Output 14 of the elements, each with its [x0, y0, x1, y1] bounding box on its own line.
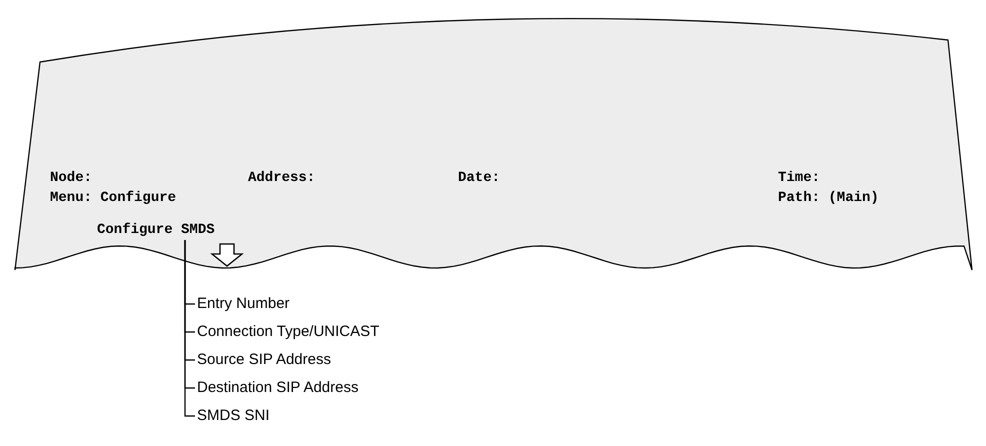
submenu-item: Destination SIP Address — [197, 379, 358, 396]
submenu-item: Entry Number — [197, 295, 290, 312]
submenu-item: SMDS SNI — [197, 407, 270, 424]
block-arrow — [210, 243, 244, 267]
screen-field-label: Address: — [248, 170, 316, 186]
tree-connector — [184, 240, 195, 417]
screen-field-label: Node: — [50, 170, 92, 186]
submenu-item: Source SIP Address — [197, 351, 331, 368]
screen-field-label: Date: — [458, 170, 500, 186]
menu-option: Configure SMDS — [97, 222, 215, 238]
screen-field-label: Menu: Configure — [50, 190, 176, 206]
screen-field-label: Time: — [778, 170, 820, 186]
screen-field-label: Path: (Main) — [778, 190, 879, 206]
submenu-item: Connection Type/UNICAST — [197, 323, 380, 340]
